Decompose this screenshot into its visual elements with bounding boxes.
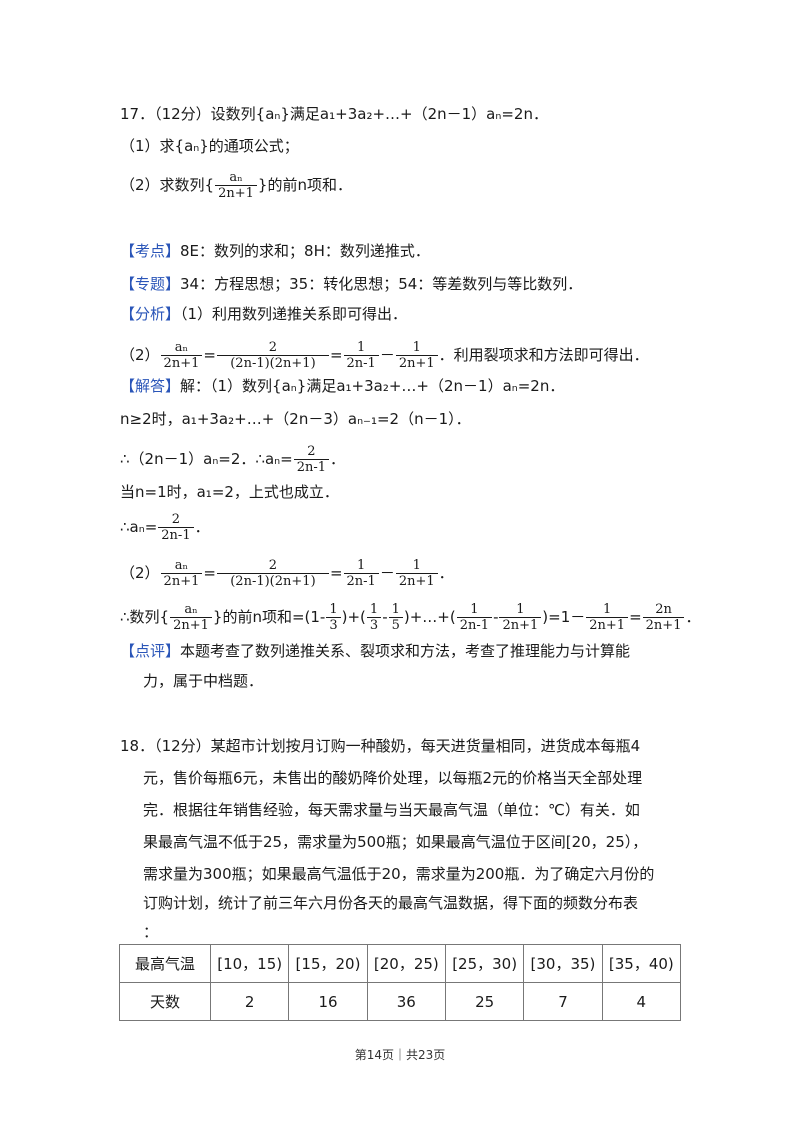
zhuanti-tag: 【专题】 [120, 275, 181, 293]
jieda-line4: 当n=1时，a₁=2，上式也成立． [120, 483, 339, 501]
fenxi-tag: 【分析】 [120, 305, 181, 323]
q17-part1: （1）求{aₙ}的通项公式； [120, 137, 299, 155]
kaodian-line: 【考点】8E：数列的求和；8H：数列递推式． [120, 241, 430, 261]
dianping-line1: 【点评】本题考查了数列递推关系、裂项求和方法，考查了推理能力与计算能 [120, 642, 631, 660]
fenxi-line: 【分析】（1）利用数列递推关系即可得出． [120, 304, 407, 324]
table-cell: [25，30) [444, 944, 525, 983]
table-cell: [15，20) [288, 944, 368, 983]
frequency-table: 最高气温 [10，15) [15，20) [20，25) [25，30) [30… [119, 944, 682, 1021]
dianping-tag: 【点评】 [120, 642, 181, 660]
table-head-temp: 最高气温 [119, 944, 211, 983]
dianping-line2: 力，属于中档题． [143, 672, 264, 690]
jieda-line2: n≥2时，a₁+3a₂+…+（2n－3）aₙ₋₁=2（n－1）． [120, 410, 471, 428]
table-row: 最高气温 [10，15) [15，20) [20，25) [25，30) [30… [119, 944, 682, 983]
page-footer: 第14页｜共23页 [354, 1048, 446, 1062]
table-cell: 2 [209, 982, 290, 1021]
q18-line1: 18．（12分）某超市计划按月订购一种酸奶，每天进货量相同，进货成本每瓶4 [120, 737, 641, 755]
zhuanti-line: 【专题】34：方程思想；35：转化思想；54：等差数列与等比数列． [120, 274, 582, 294]
q18-line5: 需求量为300瓶；如果最高气温低于20，需求量为200瓶．为了确定六月份的 [143, 865, 655, 883]
q17-heading: 17．（12分）设数列{aₙ}满足a₁+3a₂+…+（2n－1）aₙ=2n． [120, 105, 548, 123]
q18-line7: ： [143, 923, 159, 941]
q18-line3: 完．根据往年销售经验，每天需求量与当天最高气温（单位：℃）有关．如 [143, 801, 640, 819]
q17-part2-text-a: （2）求数列{ [120, 176, 215, 194]
q18-line6: 订购计划，统计了前三年六月份各天的最高气温数据，得下面的频数分布表 [143, 894, 639, 912]
fenxi-text: （1）利用数列递推关系即可得出． [180, 305, 408, 323]
table-cell: 36 [366, 982, 446, 1021]
table-cell: [30，35) [523, 944, 603, 983]
table-cell: 7 [523, 982, 603, 1021]
table-cell: 16 [288, 982, 368, 1021]
q17-part2-text-b: }的前n项和． [257, 176, 352, 194]
q18-line4: 果最高气温不低于25，需求量为500瓶；如果最高气温位于区间[20，25）， [143, 833, 648, 851]
table-head-days: 天数 [119, 982, 211, 1021]
table-cell: [20，25) [366, 944, 446, 983]
table-cell: [35，40) [601, 944, 682, 983]
zhuanti-text: 34：方程思想；35：转化思想；54：等差数列与等比数列． [180, 275, 583, 293]
jieda-line1: 【解答】解：（1）数列{aₙ}满足a₁+3a₂+…+（2n－1）aₙ=2n． [120, 377, 565, 395]
q18-line2: 元，售价每瓶6元，未售出的酸奶降价处理，以每瓶2元的价格当天全部处理 [143, 769, 643, 787]
table-cell: [10，15) [209, 944, 290, 983]
table-cell: 4 [601, 982, 682, 1021]
jieda-tag: 【解答】 [120, 377, 181, 395]
table-row: 天数 2 16 36 25 7 4 [119, 982, 682, 1021]
kaodian-text: 8E：数列的求和；8H：数列递推式． [180, 242, 430, 260]
table-cell: 25 [444, 982, 525, 1021]
kaodian-tag: 【考点】 [120, 242, 181, 260]
